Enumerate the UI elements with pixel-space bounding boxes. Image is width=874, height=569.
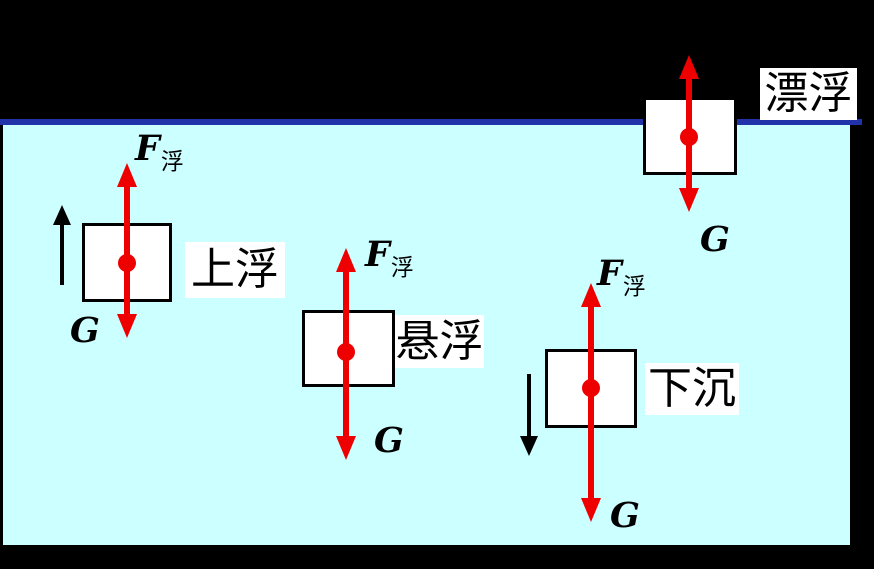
buoyancy-arrowhead bbox=[581, 283, 601, 307]
buoyancy-symbol: F bbox=[135, 128, 160, 169]
buoyancy-subscript: 浮 bbox=[160, 149, 184, 175]
motion-down-arrow-shaft bbox=[527, 374, 531, 438]
gravity-arrowhead bbox=[679, 188, 699, 212]
buoyancy-arrow-shaft bbox=[343, 270, 349, 352]
buoyancy-arrowhead bbox=[117, 163, 137, 187]
buoyancy-arrowhead bbox=[679, 55, 699, 79]
gravity-arrow-shaft bbox=[686, 137, 692, 190]
buoyancy-subscript: 浮 bbox=[622, 274, 646, 300]
gravity-force-label: G bbox=[610, 495, 640, 536]
buoyancy-subscript: 浮 bbox=[390, 255, 414, 281]
gravity-arrowhead bbox=[336, 436, 356, 460]
state-label-sinking: 下沉 bbox=[645, 363, 739, 415]
buoyancy-force-label: F浮 bbox=[597, 253, 646, 299]
state-label-suspended: 悬浮 bbox=[395, 315, 484, 368]
motion-down-arrowhead bbox=[520, 436, 538, 456]
buoyancy-symbol: F bbox=[365, 234, 390, 275]
water-surface-line bbox=[0, 119, 862, 125]
gravity-force-label: G bbox=[70, 310, 100, 351]
motion-up-arrowhead bbox=[53, 205, 71, 225]
center-of-gravity-dot bbox=[337, 343, 355, 361]
gravity-arrowhead bbox=[117, 314, 137, 338]
buoyancy-force-label: F浮 bbox=[365, 234, 414, 280]
gravity-arrow-shaft bbox=[343, 352, 349, 438]
center-of-gravity-dot bbox=[680, 128, 698, 146]
buoyancy-symbol: F bbox=[597, 253, 622, 294]
center-of-gravity-dot bbox=[582, 379, 600, 397]
center-of-gravity-dot bbox=[118, 254, 136, 272]
gravity-arrow-shaft bbox=[588, 388, 594, 500]
motion-up-arrow-shaft bbox=[60, 223, 64, 285]
state-label-floating: 漂浮 bbox=[760, 68, 857, 120]
buoyancy-arrow-shaft bbox=[686, 77, 692, 137]
buoyancy-force-label: F浮 bbox=[135, 128, 184, 174]
gravity-force-label: G bbox=[374, 420, 404, 461]
gravity-arrow-shaft bbox=[124, 263, 130, 317]
gravity-force-label: G bbox=[700, 219, 730, 260]
state-label-rising: 上浮 bbox=[185, 242, 285, 298]
buoyancy-arrowhead bbox=[336, 248, 356, 272]
buoyancy-arrow-shaft bbox=[588, 305, 594, 388]
buoyancy-arrow-shaft bbox=[124, 185, 130, 263]
gravity-arrowhead bbox=[581, 498, 601, 522]
